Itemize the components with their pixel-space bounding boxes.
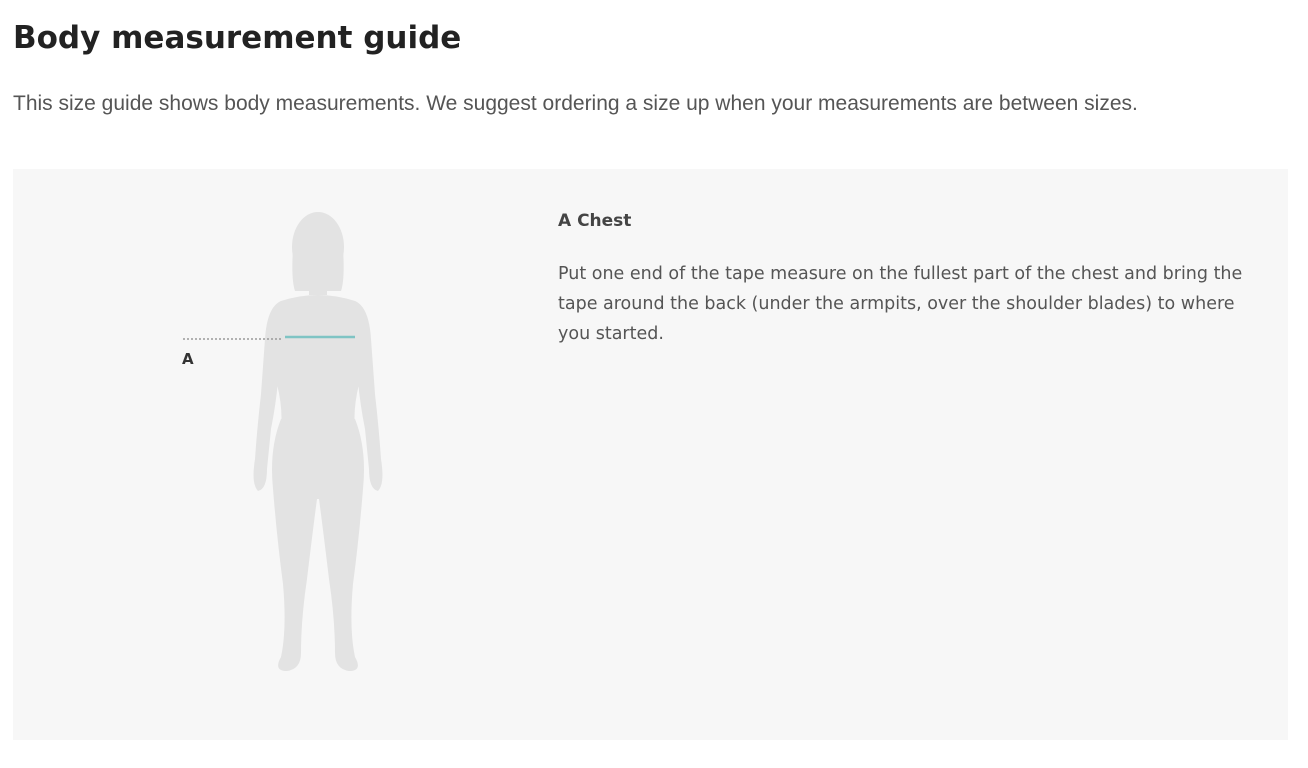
page-title: Body measurement guide bbox=[13, 20, 462, 56]
intro-text: This size guide shows body measurements.… bbox=[13, 92, 1138, 115]
body-silhouette-icon bbox=[183, 212, 383, 671]
measurement-marker-label: A bbox=[182, 350, 194, 368]
measurement-description: A Chest Put one end of the tape measure … bbox=[558, 209, 1248, 349]
measurement-panel: A A Chest Put one end of the tape measur… bbox=[13, 169, 1288, 740]
measurement-heading: A Chest bbox=[558, 211, 632, 231]
body-figure: A bbox=[163, 209, 423, 679]
measurement-instructions: Put one end of the tape measure on the f… bbox=[558, 264, 1243, 344]
